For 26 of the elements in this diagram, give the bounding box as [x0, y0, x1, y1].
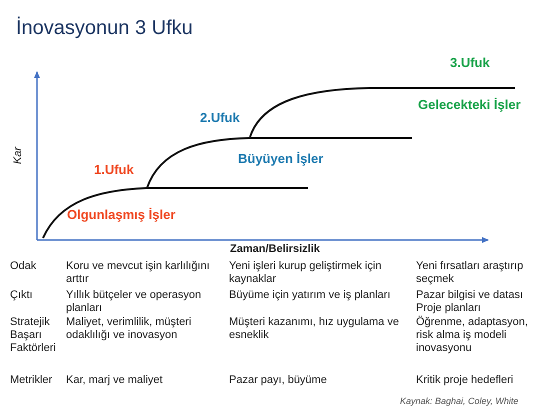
row-header: Stratejik Başarı Faktörleri	[10, 316, 57, 355]
table-text: Öğrenme, adaptasyon, risk alma iş modeli inovasyonu	[416, 316, 529, 355]
horizon-label: 1.Ufuk	[94, 162, 134, 177]
table-text: Yeni fırsatları araştırıp seçmek	[416, 260, 524, 286]
table-text: Pazar payı, büyüme	[229, 374, 328, 387]
row-header: Çıktı	[10, 289, 34, 302]
table-text: Pazar bilgisi ve datası Proje planları	[416, 289, 524, 315]
horizon-label: 2.Ufuk	[200, 110, 240, 125]
curve-label: Olgunlaşmış İşler	[67, 207, 176, 222]
table-text: Yıllık bütçeler ve operasyon planları	[66, 289, 202, 315]
horizon-label: 3.Ufuk	[450, 55, 490, 70]
table-text: Maliyet, verimlilik, müşteri odaklılığı ve inovasyon	[66, 316, 192, 342]
row-header: Odak	[10, 260, 38, 273]
axis-label: Kar	[12, 146, 26, 164]
table-text: Yeni işleri kurup geliştirmek için kaynaklar	[229, 260, 382, 286]
table-text: Müşteri kazanımı, hız uygulama ve esneklik	[229, 316, 400, 342]
table-text: Kar, marj ve maliyet	[66, 374, 164, 387]
curve-label: Büyüyen İşler	[238, 151, 324, 166]
row-header: Metrikler	[10, 374, 54, 387]
table-text: Koru ve mevcut işin karlılığını arttır	[66, 260, 211, 286]
table-text: Büyüme için yatırım ve iş planları	[229, 289, 392, 302]
curve-label: Gelecekteki İşler	[418, 97, 521, 112]
axis-label: Zaman/Belirsizlik	[230, 243, 320, 256]
table-text: Kritik proje hedefleri	[416, 374, 514, 387]
title: İnovasyonun 3 Ufku	[16, 16, 193, 40]
source-note: Kaynak: Baghai, Coley, White	[400, 395, 518, 408]
